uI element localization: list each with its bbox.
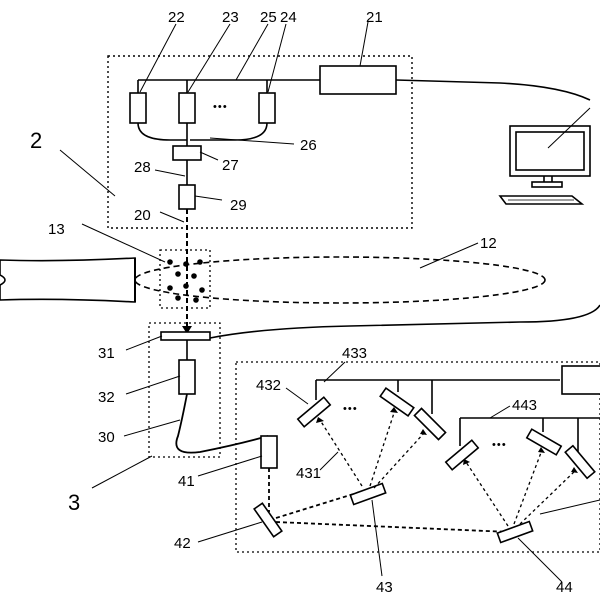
laser-24 xyxy=(258,92,276,124)
laser-fibers xyxy=(137,122,268,146)
label-32: 32 xyxy=(98,389,115,406)
label-433: 433 xyxy=(342,345,367,362)
label-443: 443 xyxy=(512,397,537,414)
label-43: 43 xyxy=(376,579,393,596)
label-12: 12 xyxy=(480,235,497,252)
detector-443b xyxy=(525,428,563,456)
cable-31 xyxy=(209,304,600,339)
ellipsis-432: • • • xyxy=(343,403,357,415)
mirror-42 xyxy=(253,502,283,538)
label-44: 44 xyxy=(556,579,573,596)
computer-leader xyxy=(547,107,591,149)
laser-ellipsis: • • • xyxy=(213,101,227,113)
receiver-31 xyxy=(160,331,211,341)
laser-22 xyxy=(129,92,147,124)
module-21 xyxy=(319,65,397,95)
label-3: 3 xyxy=(68,490,80,515)
ellipsis-443: • • • xyxy=(492,439,506,451)
measurement-zone-13 xyxy=(159,249,211,309)
beam-42-44 xyxy=(275,521,511,533)
beam-arrowhead xyxy=(182,326,192,334)
detector-bus-433 xyxy=(315,379,560,414)
splitter-43 xyxy=(349,482,387,506)
label-2: 2 xyxy=(30,128,42,153)
module-433-device xyxy=(561,365,600,395)
cable-21-to-computer xyxy=(395,79,591,101)
label-28: 28 xyxy=(134,159,151,176)
module-3-dotted-box xyxy=(148,322,221,458)
label-41: 41 xyxy=(178,473,195,490)
plume-12 xyxy=(134,256,546,304)
label-23: 23 xyxy=(222,9,239,26)
label-25: 25 xyxy=(260,9,277,26)
engine-nozzle xyxy=(0,257,136,303)
label-431: 431 xyxy=(296,465,321,482)
collimator-29 xyxy=(178,184,196,210)
computer-icon xyxy=(498,125,591,205)
fiber-30 xyxy=(175,393,269,454)
label-30: 30 xyxy=(98,429,115,446)
label-21: 21 xyxy=(366,9,383,26)
detector-443c xyxy=(564,444,596,480)
rays-44 xyxy=(465,449,577,527)
detector-bus-443 xyxy=(459,417,600,455)
label-24: 24 xyxy=(280,9,297,26)
collimator-41 xyxy=(260,435,278,469)
detector-432a xyxy=(296,396,332,428)
laser-bus xyxy=(137,79,320,93)
reference-numerals: 22 23 25 24 21 26 27 28 29 20 2 13 12 31… xyxy=(30,9,573,596)
label-20: 20 xyxy=(134,207,151,224)
detector-432b xyxy=(379,387,415,417)
combiner-27 xyxy=(172,145,202,161)
label-27: 27 xyxy=(222,157,239,174)
laser-23 xyxy=(178,92,196,124)
module-4-dotted-box xyxy=(235,361,600,553)
label-31: 31 xyxy=(98,345,115,362)
beam-42-43 xyxy=(275,491,361,519)
splitter-44 xyxy=(496,520,534,544)
label-42: 42 xyxy=(174,535,191,552)
label-29: 29 xyxy=(230,197,247,214)
label-432: 432 xyxy=(256,377,281,394)
detector-432c xyxy=(413,407,447,441)
collimator-32 xyxy=(178,359,196,395)
label-22: 22 xyxy=(168,9,185,26)
module-2-dotted-box xyxy=(107,55,413,229)
leader-lines xyxy=(59,21,600,583)
particles xyxy=(167,259,205,303)
detector-443a xyxy=(444,439,480,471)
rays-43 xyxy=(319,409,426,489)
label-13: 13 xyxy=(48,221,65,238)
label-26: 26 xyxy=(300,137,317,154)
